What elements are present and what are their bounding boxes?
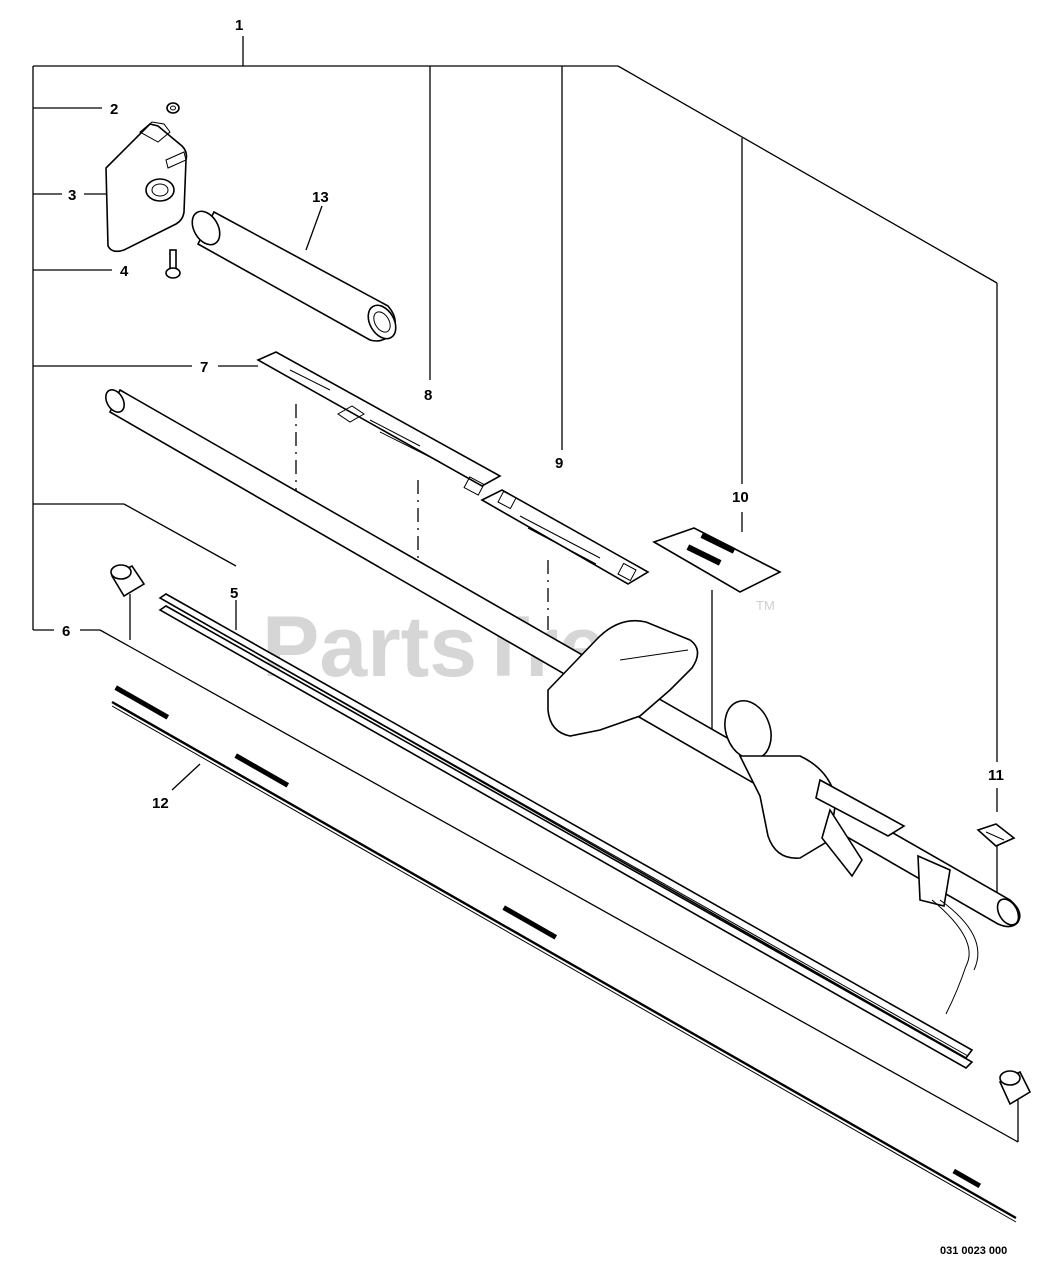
part-7-label: [256, 351, 502, 496]
part-2-nut: [166, 102, 180, 114]
part-5-liner: [158, 593, 974, 1069]
part-11-label: [976, 823, 1016, 847]
callout-8: 8: [424, 387, 432, 404]
part-10-decal: [652, 527, 782, 593]
callout-1: 1: [235, 17, 243, 34]
part-6-bushing-bottom: [998, 1070, 1032, 1106]
callout-9: 9: [555, 455, 563, 472]
part-4-bolt: [165, 249, 181, 279]
part-6-bushing-top: [110, 564, 146, 598]
callout-12: 12: [152, 795, 169, 812]
part-3-plate: [105, 121, 188, 253]
callout-labels: 1 2 3 4 5 6 7 8 9 10 11 12 13: [62, 17, 1004, 812]
callout-5: 5: [230, 585, 238, 602]
callout-2: 2: [110, 101, 118, 118]
callout-13: 13: [312, 189, 329, 206]
part-13-grip: [191, 210, 397, 342]
watermark-trademark: TM: [756, 598, 775, 613]
callout-4: 4: [120, 263, 129, 280]
part-9-label: [480, 489, 650, 585]
part-12-drive-shaft: [111, 685, 1017, 1223]
alignment-lines: [295, 404, 549, 640]
callout-3: 3: [68, 187, 76, 204]
throttle-handle-assembly: [547, 619, 979, 1015]
leader-lines: [32, 36, 1019, 1143]
callout-10: 10: [732, 489, 749, 506]
callout-6: 6: [62, 623, 70, 640]
drawing-number: 031 0023 000: [940, 1245, 1007, 1257]
callout-7: 7: [200, 359, 208, 376]
callout-11: 11: [988, 767, 1004, 784]
